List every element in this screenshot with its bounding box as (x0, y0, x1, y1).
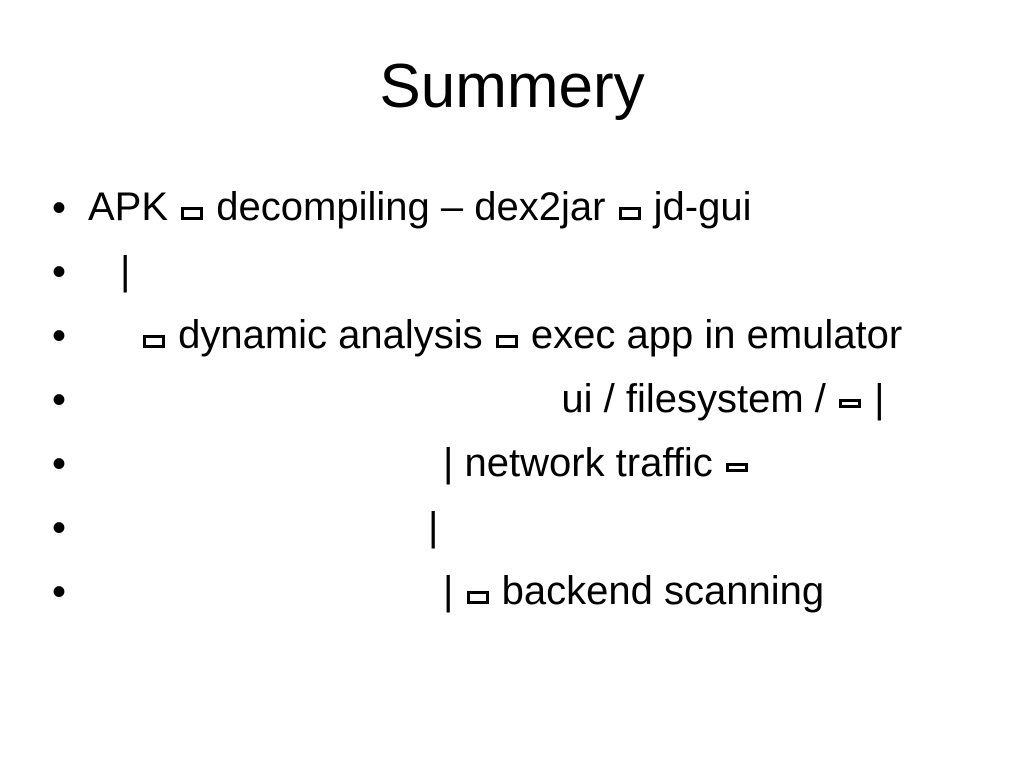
bullet-marker-icon: • (52, 250, 67, 294)
bullet-marker-icon: • (52, 442, 67, 486)
bullet-text-backend-scanning: | backend scanning (443, 560, 824, 624)
bullet-row: •| (0, 240, 1024, 304)
bullet-row: • dynamic analysis exec app in emulator (0, 304, 1024, 368)
bullet-text-ui-filesystem: ui / filesystem / | (428, 368, 885, 432)
bullet-row: • | network traffic (0, 432, 1024, 496)
bullet-marker-icon: • (52, 186, 67, 230)
bullet-text-dynamic-analysis: dynamic analysis exec app in emulator (141, 304, 902, 368)
missing-glyph-icon (495, 335, 518, 348)
bullet-list: •APK decompiling – dex2jar jd-gui•|• dyn… (0, 176, 1024, 624)
bullet-text-network-traffic: | network traffic (443, 432, 750, 496)
bullet-text-segment: | (862, 377, 885, 421)
bullet-marker-icon: • (52, 314, 67, 358)
bullet-text-segment: decompiling – dex2jar (205, 185, 617, 229)
bullet-text-segment: | network traffic (443, 441, 724, 485)
bullet-text-segment: dynamic analysis (167, 313, 494, 357)
bullet-row: • APK decompiling – dex2jar jd-gui (0, 176, 1024, 240)
bullet-text-segment: APK (88, 185, 180, 229)
missing-glyph-icon (725, 463, 748, 472)
bullet-marker-icon: • (52, 570, 67, 614)
bullet-row: • ui / filesystem / | (0, 368, 1024, 432)
bullet-text-segment: ui / filesystem / (428, 377, 837, 421)
bullet-text-segment: backend scanning (490, 569, 825, 613)
missing-glyph-icon (838, 399, 861, 408)
bullet-text-pipe-connector-1: | (120, 240, 130, 304)
slide-title: Summery (379, 52, 645, 121)
bullet-text-segment: exec app in emulator (519, 313, 903, 357)
bullet-text-segment: | (443, 569, 465, 613)
bullet-text-segment: jd-gui (642, 185, 752, 229)
missing-glyph-icon (143, 335, 165, 348)
missing-glyph-icon (181, 207, 204, 220)
bullet-text-apk-decompiling: APK decompiling – dex2jar jd-gui (88, 176, 751, 240)
bullet-marker-icon: • (52, 506, 67, 550)
bullet-text-segment: | (428, 505, 439, 549)
bullet-row: •| (0, 496, 1024, 560)
bullet-row: • | backend scanning (0, 560, 1024, 624)
missing-glyph-icon (466, 591, 489, 604)
missing-glyph-icon (618, 207, 641, 220)
bullet-marker-icon: • (52, 378, 67, 422)
bullet-text-segment: | (120, 249, 131, 293)
bullet-text-pipe-connector-2: | (428, 496, 438, 560)
